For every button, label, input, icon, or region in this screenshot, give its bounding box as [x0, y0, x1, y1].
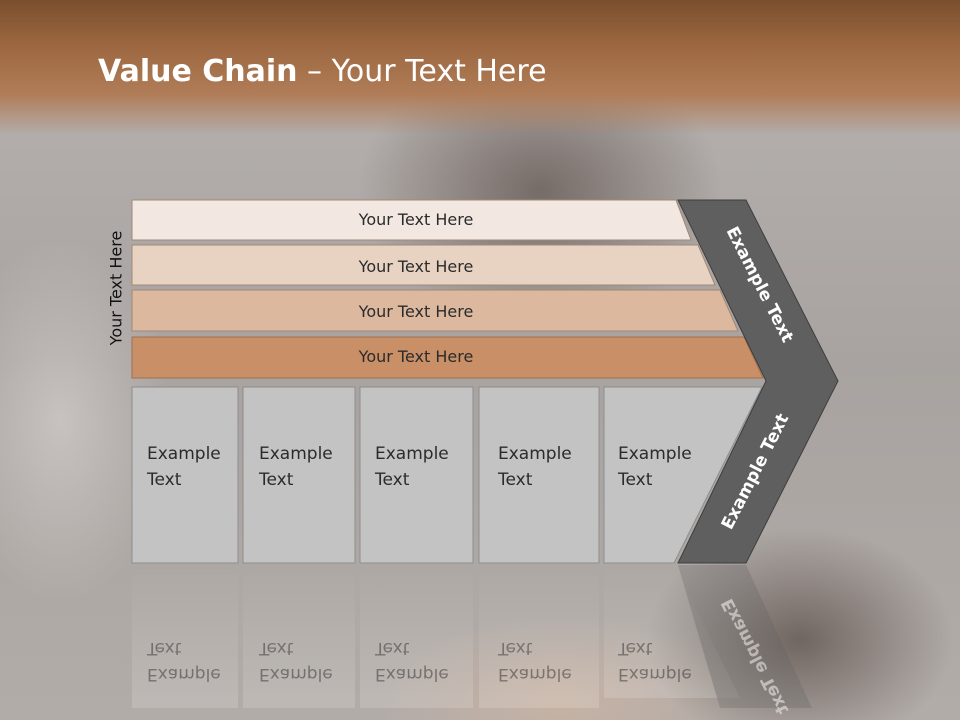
reflection-col5-line2: Text	[617, 638, 653, 658]
reflection-col4-line1: Example	[498, 664, 572, 684]
column-5-line2: Text	[617, 470, 653, 490]
column-5[interactable]	[603, 386, 763, 564]
bar-4[interactable]	[131, 336, 764, 379]
reflection-col5-line1: Example	[618, 664, 692, 684]
bar-label-2: Your Text Here	[358, 257, 474, 276]
title-rest: – Your Text Here	[297, 54, 547, 89]
reflection-group: Example Text Example Text Example Text E…	[132, 565, 812, 717]
reflection-column-1	[132, 565, 238, 708]
title-bold: Value Chain	[98, 54, 298, 89]
reflection-col2-line1: Example	[259, 664, 333, 684]
reflection-col1-line2: Text	[146, 638, 182, 658]
column-1-line1: Example	[147, 444, 221, 464]
reflection-column-3	[360, 565, 473, 708]
reflection-column-5	[604, 565, 740, 698]
column-4[interactable]	[478, 386, 600, 564]
bar-3[interactable]	[131, 289, 739, 332]
column-2-line2: Text	[258, 470, 294, 490]
column-2[interactable]	[242, 386, 356, 564]
bar-label-3: Your Text Here	[358, 302, 474, 321]
reflection-col1-line1: Example	[147, 664, 221, 684]
chevron-arrow[interactable]	[677, 199, 839, 564]
reflection-col4-line2: Text	[497, 638, 533, 658]
columns-group: Example Text Example Text Example Text E…	[131, 386, 763, 564]
column-2-line1: Example	[259, 444, 333, 464]
reflection-col3-line2: Text	[374, 638, 410, 658]
reflection-col3-line1: Example	[375, 664, 449, 684]
bar-label-4: Your Text Here	[358, 347, 474, 366]
reflection-col2-line2: Text	[258, 638, 294, 658]
bars-group: Your Text Here Your Text Here Your Text …	[131, 199, 764, 379]
column-1-line2: Text	[146, 470, 182, 490]
column-3-line1: Example	[375, 444, 449, 464]
column-4-line2: Text	[497, 470, 533, 490]
column-4-line1: Example	[498, 444, 572, 464]
title-bar	[0, 0, 960, 135]
reflection-column-4	[479, 565, 599, 708]
slide-title: Value Chain – Your Text Here	[98, 54, 547, 89]
reflection-chevron	[678, 565, 812, 708]
bar-2[interactable]	[131, 244, 716, 286]
bar-1[interactable]	[131, 199, 692, 241]
bar-label-1: Your Text Here	[358, 210, 474, 229]
reflection-column-2	[243, 565, 355, 708]
column-3-line2: Text	[374, 470, 410, 490]
column-1[interactable]	[131, 386, 239, 564]
column-3[interactable]	[359, 386, 474, 564]
column-5-line1: Example	[618, 444, 692, 464]
